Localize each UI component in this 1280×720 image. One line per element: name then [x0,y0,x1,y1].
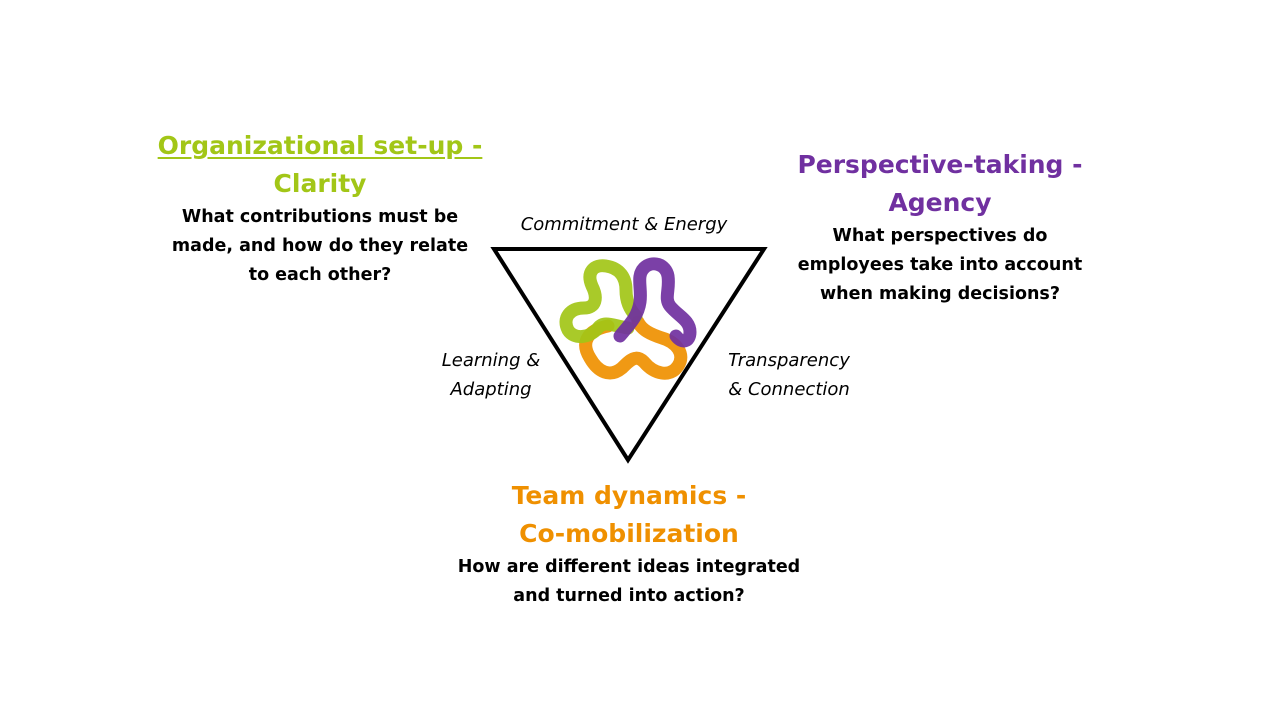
team-dynamics-heading-line2: Co-mobilization [519,519,739,548]
org-setup-question-line3: to each other? [248,265,392,285]
team-dynamics-block: Team dynamics - Co-mobilization How are … [430,477,828,611]
org-setup-block: Organizational set-up - Clarity What con… [150,127,490,290]
edge-label-left-line2: Adapting [450,379,532,400]
edge-label-commitment-energy: Commitment & Energy [520,214,728,235]
team-dynamics-question-line1: How are different ideas integrated [457,557,801,577]
perspective-question-line1: What perspectives do [832,226,1048,246]
org-setup-question-line2: made, and how do they relate [171,236,469,256]
edge-label-right-line1: Transparency [728,350,850,371]
orange-loop [579,315,688,380]
team-dynamics-heading-line1: Team dynamics - [511,481,747,510]
org-setup-heading-line1: Organizational set-up - [157,131,483,160]
edge-label-left-line1: Learning & [441,350,541,371]
perspective-question: What perspectives do employees take into… [765,222,1115,309]
edge-label-transparency-connection: Transparency & Connection [716,346,862,404]
org-setup-question: What contributions must be made, and how… [150,203,490,290]
perspective-question-line3: when making decisions? [819,284,1061,304]
edge-label-right-line2: & Connection [728,379,850,400]
inverted-triangle [490,247,768,464]
triangle-diagram [490,247,768,464]
edge-label-learning-adapting: Learning & Adapting [428,346,554,404]
team-dynamics-question-line2: and turned into action? [513,586,745,606]
three-interlaced-loops-logo-icon [559,257,697,380]
green-loop [559,259,643,343]
perspective-block: Perspective-taking - Agency What perspec… [765,146,1115,309]
org-setup-heading: Organizational set-up - Clarity [150,127,490,203]
org-setup-question-line1: What contributions must be [181,207,459,227]
perspective-heading-line2: Agency [888,188,992,217]
team-dynamics-question: How are different ideas integrated and t… [430,553,828,611]
purple-loop [613,257,697,348]
perspective-heading: Perspective-taking - Agency [765,146,1115,222]
org-setup-heading-line2: Clarity [273,169,367,198]
team-dynamics-heading: Team dynamics - Co-mobilization [430,477,828,553]
perspective-question-line2: employees take into account [797,255,1083,275]
perspective-heading-line1: Perspective-taking - [797,150,1083,179]
